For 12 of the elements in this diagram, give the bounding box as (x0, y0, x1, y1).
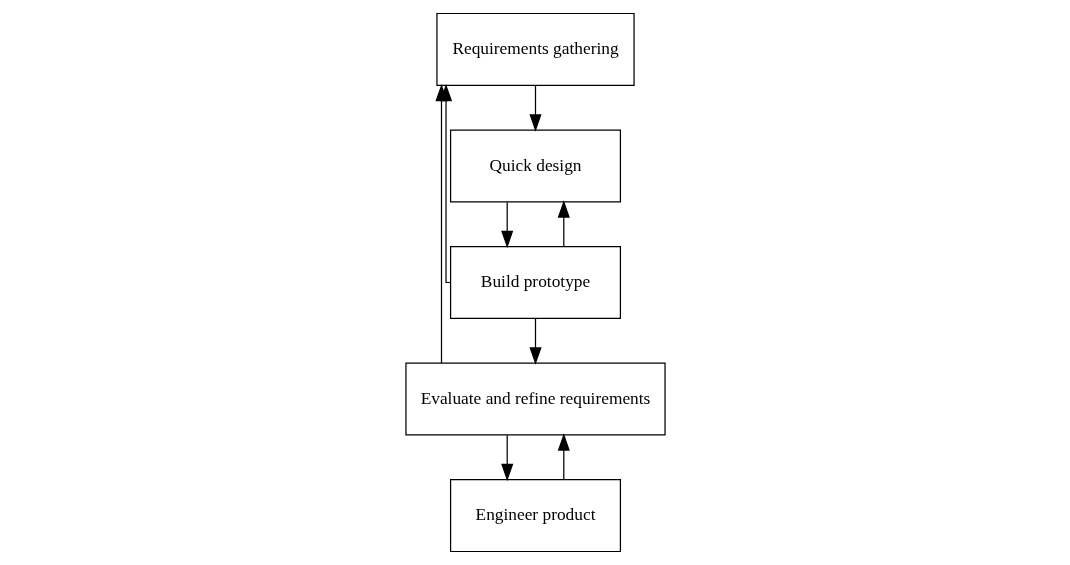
arrow (528, 85, 542, 132)
node-box: Quick design (449, 129, 621, 203)
node-box: Engineer product (449, 479, 621, 553)
arrow (557, 433, 570, 480)
node-box: Evaluate and refine requirements (404, 362, 666, 436)
arrow (434, 84, 448, 364)
node-box: Build prototype (449, 245, 621, 320)
arrow (500, 434, 513, 482)
arrow (500, 201, 513, 249)
arrow (528, 318, 542, 365)
arrow (557, 200, 570, 247)
node-box: Requirements gathering (435, 12, 635, 87)
